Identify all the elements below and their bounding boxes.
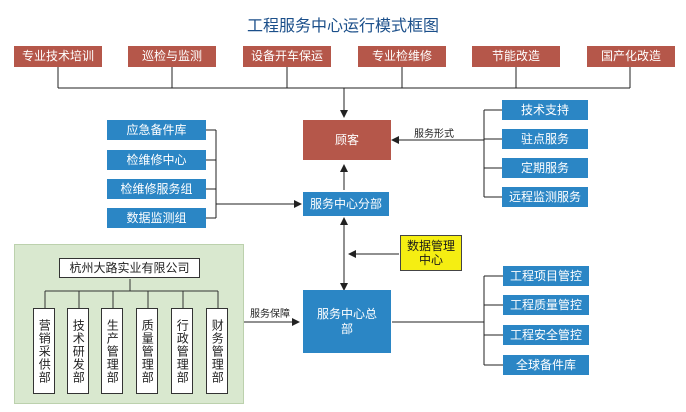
hq-control-project: 工程项目管控 <box>503 266 589 286</box>
dept-administration: 行政管理部 <box>171 308 193 394</box>
service-form-remote: 远程监测服务 <box>502 187 588 207</box>
dept-finance: 财务管理部 <box>206 308 228 394</box>
service-form-tech-support: 技术支持 <box>502 100 588 120</box>
left-unit-monitoring-team: 数据监测组 <box>107 208 206 228</box>
top-box-maintenance: 专业检维修 <box>358 46 446 67</box>
hq-box: 服务中心总部 <box>303 290 391 353</box>
left-unit-maintenance-center: 检维修中心 <box>107 150 206 170</box>
customer-box: 顾客 <box>303 120 391 160</box>
dept-production: 生产管理部 <box>101 308 123 394</box>
hq-control-safety: 工程安全管控 <box>503 325 589 345</box>
dept-rd: 技术研发部 <box>67 308 89 394</box>
dept-marketing-procurement: 营销采供部 <box>33 308 55 394</box>
top-box-equipment-startup: 设备开车保运 <box>243 46 331 67</box>
branch-box: 服务中心分部 <box>303 192 389 216</box>
hq-label: 服务中心总部 <box>317 307 378 336</box>
hq-control-quality: 工程质量管控 <box>503 295 589 315</box>
left-unit-maintenance-team: 检维修服务组 <box>107 179 206 199</box>
data-center-box: 数据管理中心 <box>400 235 462 271</box>
top-box-localization: 国产化改造 <box>587 46 675 67</box>
service-guarantee-label: 服务保障 <box>250 309 290 320</box>
service-form-onsite: 驻点服务 <box>502 129 588 149</box>
top-box-energy-saving: 节能改造 <box>472 46 560 67</box>
left-unit-spare-parts: 应急备件库 <box>107 120 206 140</box>
top-box-training: 专业技术培训 <box>14 46 102 67</box>
dept-quality: 质量管理部 <box>136 308 158 394</box>
service-form-periodic: 定期服务 <box>502 158 588 178</box>
top-box-inspection: 巡检与监测 <box>128 46 216 67</box>
hq-control-spare-parts: 全球备件库 <box>503 355 589 375</box>
service-form-label: 服务形式 <box>414 129 454 140</box>
data-center-label: 数据管理中心 <box>407 238 456 267</box>
diagram-title: 工程服务中心运行模式框图 <box>246 16 439 35</box>
company-box: 杭州大路实业有限公司 <box>59 258 200 278</box>
org-lines <box>44 279 219 309</box>
